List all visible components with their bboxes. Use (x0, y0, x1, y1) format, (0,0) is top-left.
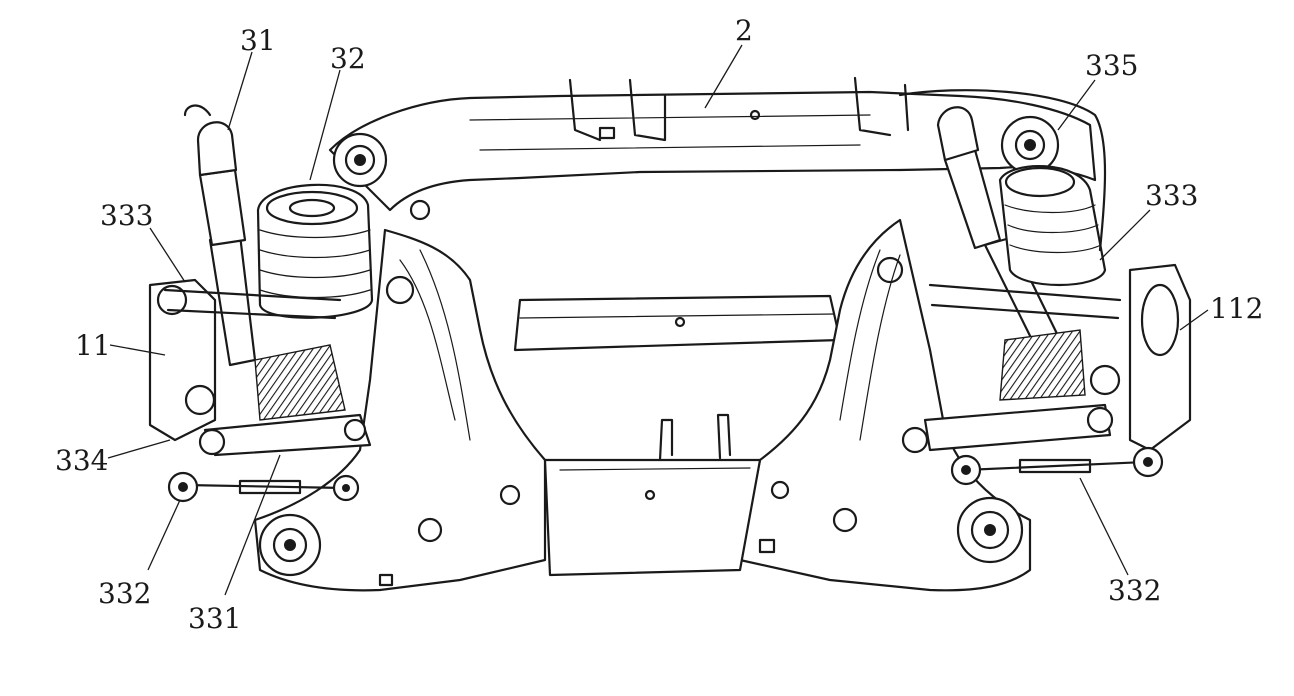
label-332-left: 332 (98, 577, 151, 610)
label-332-right: 332 (1108, 574, 1161, 607)
leader-332-right (1079, 477, 1129, 576)
leader-112 (1179, 309, 1209, 331)
leader-335 (1057, 79, 1096, 131)
label-32: 32 (330, 42, 366, 75)
reference-numerals: 31 32 2 335 333 333 11 112 334 332 331 3… (55, 14, 1263, 635)
leader-2 (704, 44, 743, 109)
label-333-right: 333 (1145, 179, 1198, 212)
subframe-body (253, 76, 1097, 592)
leader-32 (309, 69, 341, 181)
left-suspension (148, 104, 374, 503)
leader-334 (107, 439, 171, 459)
leader-11 (109, 344, 166, 356)
leader-333-left (149, 227, 186, 283)
leader-333-right (1099, 209, 1151, 261)
label-11: 11 (75, 329, 111, 362)
label-334: 334 (55, 444, 108, 477)
label-31: 31 (240, 24, 276, 57)
label-333-left: 333 (100, 199, 153, 232)
label-112: 112 (1210, 292, 1263, 325)
leader-332-left (147, 499, 181, 571)
label-331: 331 (188, 602, 241, 635)
label-335: 335 (1085, 49, 1138, 82)
right-suspension (898, 89, 1192, 486)
leader-31 (227, 51, 253, 131)
leader-331 (224, 454, 281, 596)
label-2: 2 (735, 14, 753, 47)
leader-lines (107, 44, 1209, 596)
